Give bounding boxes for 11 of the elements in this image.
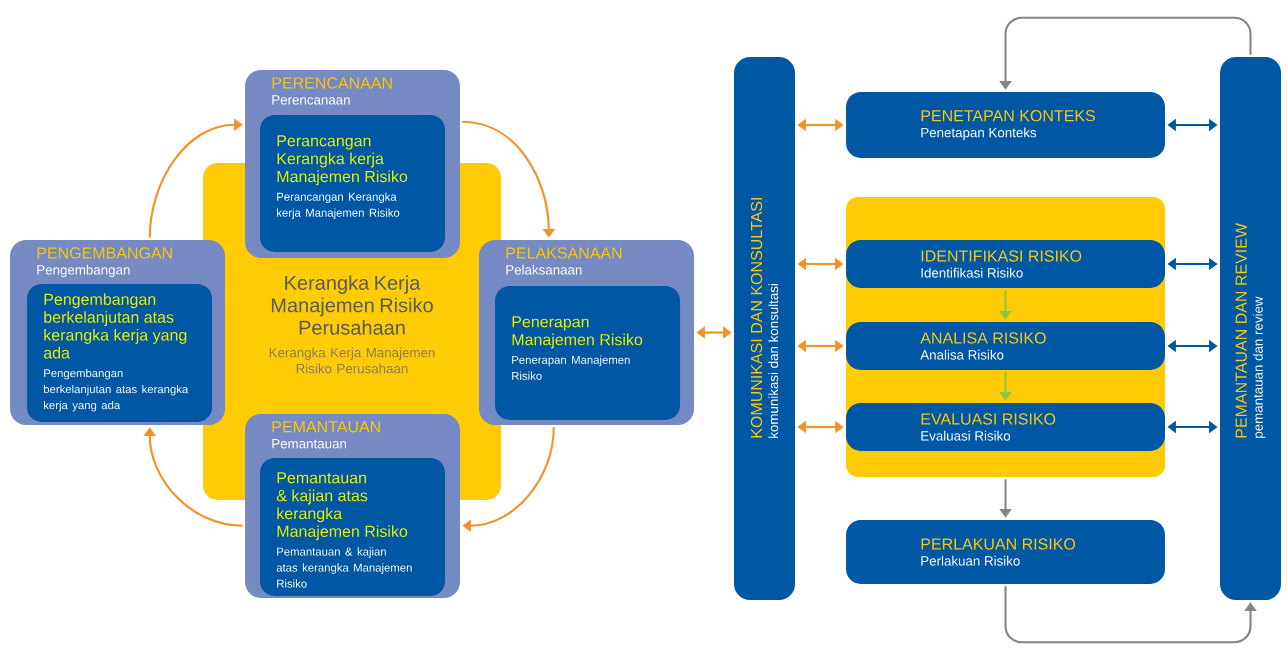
- activity-box: Pemantauan & kajian atas kerangka Manajemen Risiko Pemantauan & kajian atas kerangka Manajemen Risiko: [259, 458, 446, 596]
- process-box: ANALISA RISIKO Analisa Risiko: [846, 322, 1165, 370]
- activity-box: Penerapan Manajemen Risiko Penerapan Manajemen Risiko: [495, 286, 681, 420]
- process-box: PERLAKUAN RISIKO Perlakuan Risiko: [846, 520, 1165, 584]
- process-bar: KOMUNIKASI DAN KONSULTASI komunikasi dan konsultasi: [734, 57, 796, 600]
- process-bar: PEMANTAUAN DAN REVIEW pemantauan dan review: [1220, 57, 1282, 600]
- process-box: IDENTIFIKASI RISIKO Identifikasi Risiko: [846, 240, 1165, 288]
- activity-box: Pengembangan berkelanjutan atas kerangka kerja yang ada Pengembangan berkelanjutan atas kerangka kerja yang ada: [26, 284, 213, 422]
- process-box: PENETAPAN KONTEKS Penetapan Konteks: [846, 92, 1165, 158]
- activity-box: Perancangan Kerangka kerja Manajemen Risiko Perancangan Kerangka kerja Manajemen Risiko: [259, 114, 446, 253]
- process-box: EVALUASI RISIKO Evaluasi Risiko: [846, 403, 1165, 451]
